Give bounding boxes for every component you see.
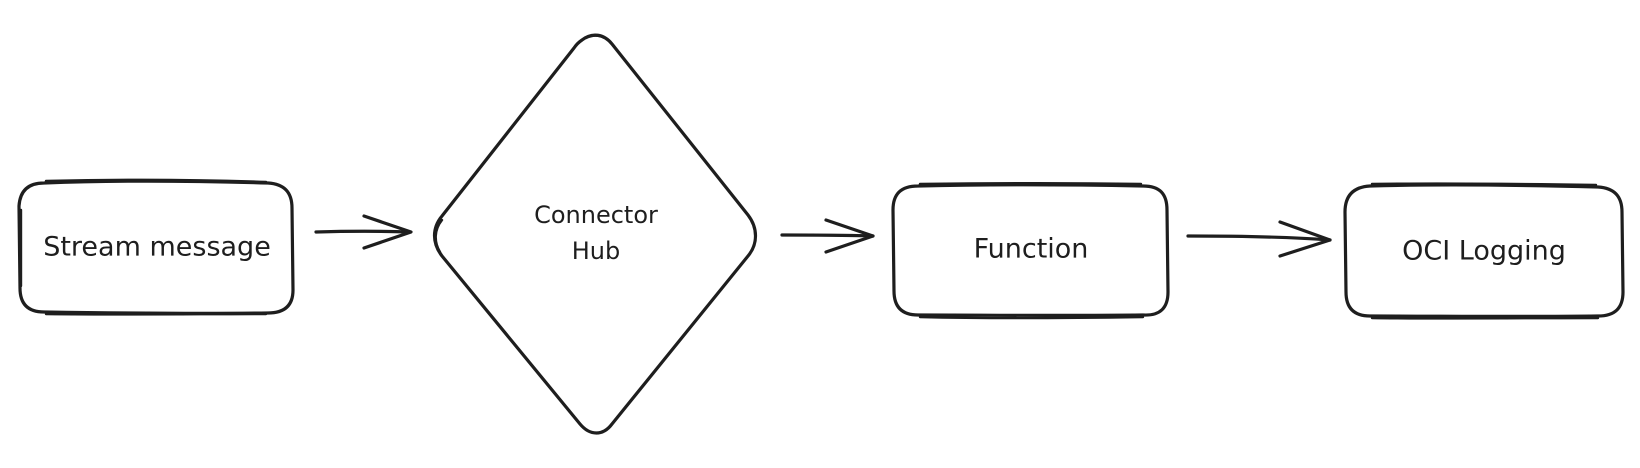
arrow-shaft [1186,234,1332,242]
arrow-shaft [780,233,875,238]
arrow-head [824,218,875,254]
arrow-function-to-logging [1186,220,1332,258]
arrow-head [362,214,413,250]
function-box [891,183,1170,318]
connector-hub-diamond [432,33,758,435]
oci-logging-box [1343,183,1625,319]
function-label: Function [974,234,1089,265]
connector-hub-diamond-overdraw [434,34,616,254]
node-stream-message[interactable]: Stream message [17,178,295,316]
node-oci-logging[interactable]: OCI Logging [1343,182,1625,320]
connector-hub-label-line1: Connector [534,201,658,229]
oci-logging-box-overdraw [1370,182,1600,320]
stream-message-label: Stream message [43,232,271,263]
node-function[interactable]: Function [891,182,1170,320]
arrow-stream-to-hub [314,214,413,250]
function-box-overdraw [918,182,1145,320]
connector-hub-label-line2: Hub [572,237,621,265]
arrow-head [1278,220,1332,258]
node-connector-hub[interactable]: Connector Hub [432,33,758,435]
oci-logging-label: OCI Logging [1402,236,1566,267]
stream-message-box-overdraw [19,178,268,316]
arrow-hub-to-function [780,218,875,254]
arrow-shaft [314,229,412,234]
